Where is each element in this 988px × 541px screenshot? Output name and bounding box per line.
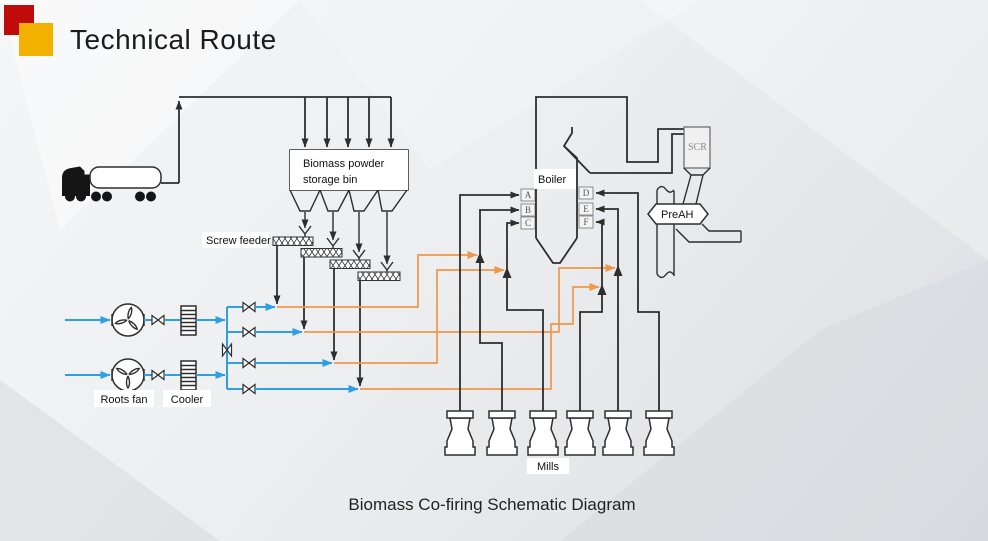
truck-icon	[62, 166, 162, 202]
burner-d-label: D	[583, 188, 590, 198]
flow-arrow	[502, 267, 512, 278]
burner-e-label: E	[583, 204, 589, 214]
valve-icon	[221, 342, 233, 358]
boiler	[535, 96, 684, 264]
mills-label: Mills	[537, 461, 559, 473]
logo-yellow-square	[19, 23, 53, 56]
mill-icon	[527, 410, 559, 456]
flow-arrow	[475, 252, 485, 263]
cooler-icon	[180, 360, 197, 391]
valve-icon	[242, 383, 256, 395]
storage-bin-label-1: Biomass powder	[303, 158, 385, 170]
screw-feeder-label: Screw feeder	[206, 235, 271, 247]
valve-icon	[242, 301, 256, 313]
burner-a-label: A	[525, 190, 532, 200]
air-system	[65, 301, 359, 395]
mill-icon	[444, 410, 476, 456]
screw-feeders	[272, 236, 401, 387]
storage-bin-label-2: storage bin	[303, 174, 357, 186]
mills	[444, 410, 675, 456]
page-title: Technical Route	[70, 24, 277, 55]
flow-arrow	[613, 265, 623, 276]
mill-icon	[564, 410, 596, 456]
roots-fan-label: Roots fan	[100, 394, 147, 406]
biomass-delivery-lines	[161, 96, 395, 184]
diagram-caption: Biomass Co-firing Schematic Diagram	[348, 495, 635, 514]
mill-icon	[643, 410, 675, 456]
mill-icon	[602, 410, 634, 456]
flow-arrow	[597, 284, 607, 295]
mixture-lines	[277, 251, 616, 390]
cooler-icon	[180, 305, 197, 336]
diagram-labels: Biomass powder storage bin Screw feeder …	[94, 150, 576, 474]
burner-b-label: B	[525, 205, 531, 215]
boiler-label: Boiler	[538, 174, 566, 186]
air-preheater: PreAH	[647, 185, 742, 279]
scr-reactor: SCR	[682, 126, 711, 205]
valve-icon	[242, 357, 256, 369]
header: Technical Route	[4, 5, 277, 56]
burners: A B C D E F	[520, 186, 594, 230]
cooler-label: Cooler	[171, 394, 204, 406]
mill-pipes	[459, 189, 660, 413]
burner-f-label: F	[583, 217, 588, 227]
valve-icon	[242, 326, 256, 338]
roots-fan-icon	[111, 303, 145, 337]
scr-label: SCR	[688, 142, 707, 153]
roots-fan-icon	[111, 358, 145, 392]
valve-icon	[151, 314, 165, 326]
burner-c-label: C	[525, 218, 531, 228]
valve-icon	[151, 369, 165, 381]
mill-icon	[486, 410, 518, 456]
preah-label: PreAH	[661, 209, 693, 221]
